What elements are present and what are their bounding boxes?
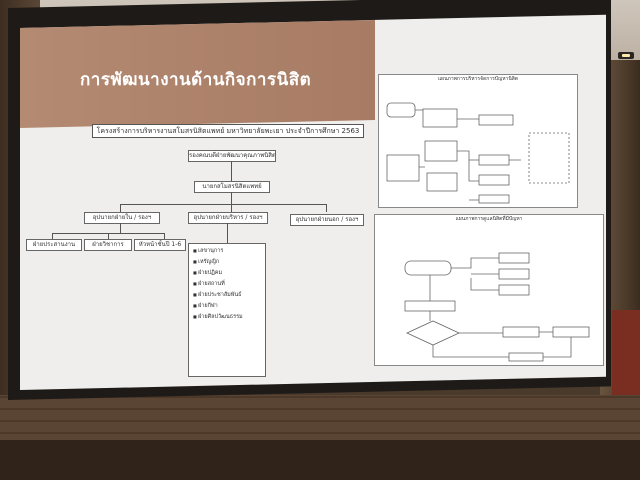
connector	[52, 233, 53, 239]
org-sub-box: ฝ่ายประสานงาน	[26, 239, 82, 251]
list-item: ฝ่ายปฏิคม	[193, 269, 265, 277]
connector	[120, 204, 121, 212]
flowchart-title: แผนภาพการบริหารจัดการปัญหานิสิต	[437, 76, 519, 82]
list-item: เหรัญญิก	[193, 258, 265, 266]
list-item: ฝ่ายสถานที่	[193, 280, 265, 288]
admin-duty-list: เลขานุการ เหรัญญิก ฝ่ายปฏิคม ฝ่ายสถานที่…	[188, 243, 266, 377]
org-sub-box: หัวหน้าชั้นปี 1-6	[134, 239, 186, 251]
flowchart-panel-bottom: แผนภาพการดูแลนิสิตที่มีปัญหา	[374, 214, 604, 366]
flowchart-title: แผนภาพการดูแลนิสิตที่มีปัญหา	[455, 216, 523, 222]
connector	[164, 233, 165, 239]
list-item: เลขานุการ	[193, 247, 265, 255]
org-vp-box: อุปนายกฝ่ายบริหาร / รองฯ	[188, 212, 268, 224]
flowchart-graphic	[386, 102, 570, 204]
flowchart-graphic	[404, 252, 590, 362]
connector	[120, 204, 326, 205]
wall-panel	[612, 310, 640, 410]
desk-edge	[0, 440, 640, 480]
org-sub-box: ฝ่ายวิชาการ	[84, 239, 132, 251]
slide-title: การพัฒนางานด้านกิจการนิสิต	[80, 70, 312, 90]
connector	[326, 204, 327, 212]
org-vp-box: อุปนายกฝ่ายนอก / รองฯ	[290, 214, 364, 226]
org-chart-banner: โครงสร้างการบริหารงานสโมสรนิสิตแพทย์ มหา…	[92, 124, 364, 138]
connector	[231, 161, 232, 181]
connector	[227, 223, 228, 243]
list-item: ฝ่ายกีฬา	[193, 302, 265, 310]
ceiling-light	[618, 52, 634, 59]
org-president-box: นายกสโมสรนิสิตแพทย์	[194, 181, 270, 193]
flowchart-panel-top: แผนภาพการบริหารจัดการปัญหานิสิต	[378, 74, 578, 208]
connector	[231, 204, 232, 212]
org-vp-box: อุปนายกฝ่ายใน / รองฯ	[84, 212, 160, 224]
connector	[120, 223, 121, 233]
connector	[108, 233, 109, 239]
connector	[231, 192, 232, 204]
list-item: ฝ่ายประชาสัมพันธ์	[193, 291, 265, 299]
list-item: ฝ่ายศิลปวัฒนธรรม	[193, 313, 265, 321]
org-top-box: รองคณบดีฝ่ายพัฒนาคุณภาพนิสิต	[188, 150, 276, 162]
